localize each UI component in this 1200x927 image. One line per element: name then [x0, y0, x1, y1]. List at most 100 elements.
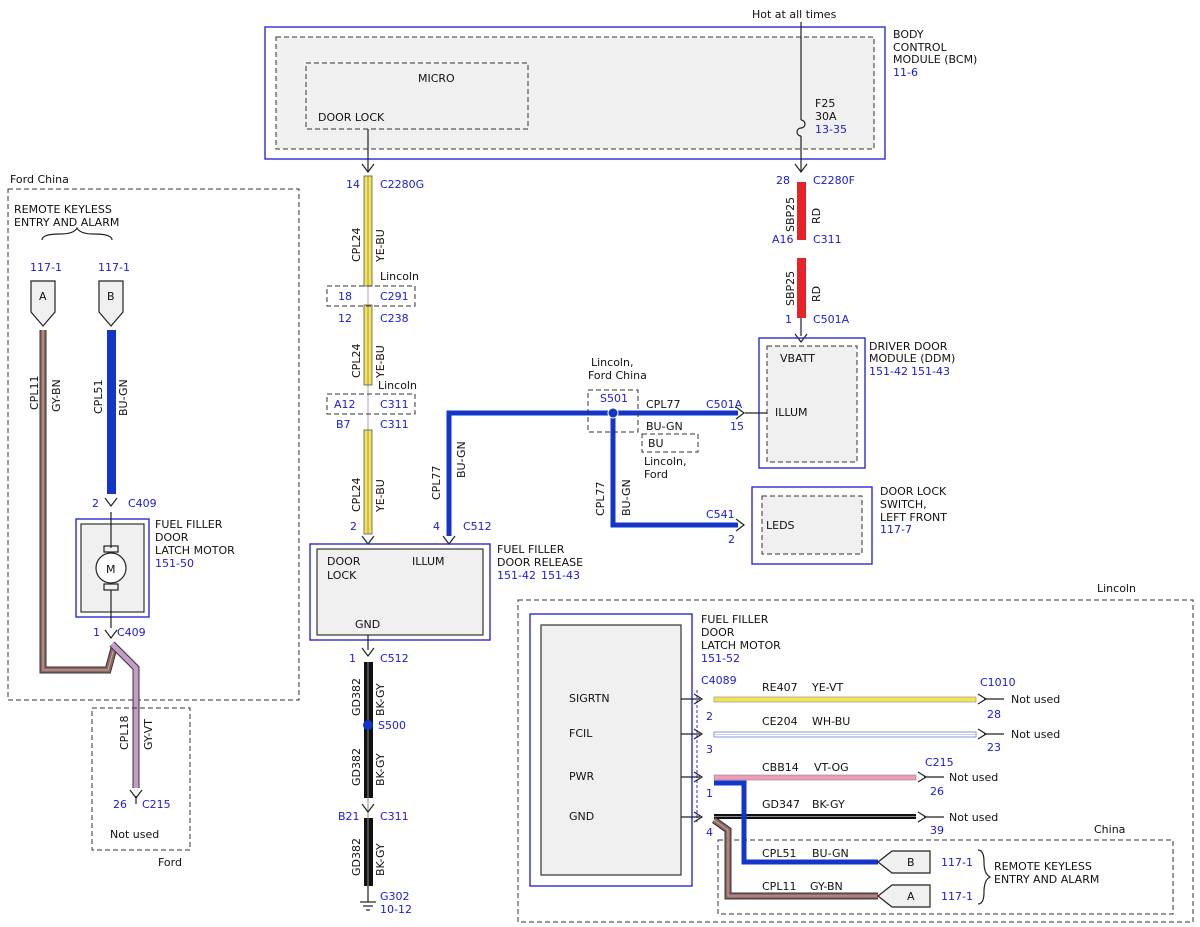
gnd-label: GND — [569, 810, 594, 823]
w3-not-used: Not used — [949, 771, 998, 784]
c215-connector-lincoln: C215 — [925, 756, 954, 769]
c291-connector: C291 — [380, 290, 409, 303]
c512-connector-bottom: C512 — [380, 652, 409, 665]
ln-motor-ref: 151-52 — [701, 652, 740, 665]
release-door-label: DOOR — [327, 555, 361, 568]
g302-label: G302 — [380, 890, 410, 903]
c215-pin-39: 39 — [930, 824, 944, 837]
fc-connector-a-shape — [30, 280, 56, 327]
ln-pin-1: 1 — [706, 787, 713, 800]
fc-rke-brace-icon — [41, 226, 113, 241]
switch-title-3: LEFT FRONT — [880, 511, 947, 524]
pwr-label: PWR — [569, 770, 595, 783]
bk-gy-label-2: BK-GY — [374, 753, 387, 786]
c1010-connector: C1010 — [980, 676, 1016, 689]
ln-pin-2: 2 — [706, 710, 713, 723]
fc-ref-a: 117-1 — [30, 261, 62, 274]
alt-label-1: Lincoln, — [644, 455, 686, 468]
switch-title-1: DOOR LOCK — [880, 485, 947, 498]
fuse-f25-icon — [796, 119, 806, 137]
fuel-filler-door-release: DOOR LOCK ILLUM GND FUEL FILLER DOOR REL… — [309, 543, 583, 916]
fc-connector-b-shape — [98, 280, 124, 327]
c238-pin: 12 — [338, 312, 352, 325]
ye-vt-label: YE-VT — [811, 681, 844, 694]
c311-pin-a16: A16 — [772, 233, 794, 246]
cpl24-label-2: CPL24 — [350, 344, 363, 378]
gd347-label: GD347 — [762, 798, 800, 811]
release-gnd-label: GND — [355, 618, 380, 631]
ye-bu-label-3: YE-BU — [374, 479, 387, 513]
micro-label: MICRO — [418, 72, 455, 85]
fc-rke-title-1: REMOTE KEYLESS — [14, 203, 112, 216]
fc-ref-b: 117-1 — [98, 261, 130, 274]
c238-connector: C238 — [380, 312, 409, 325]
driver-door-module: VBATT ILLUM DRIVER DOOR MODULE (DDM) 151… — [706, 337, 955, 469]
ln-motor-title-1: FUEL FILLER — [701, 613, 769, 626]
cpl77-left-circuit: CPL77 — [430, 466, 443, 500]
c311-pin-a12: A12 — [334, 398, 356, 411]
fc-bu-gn-label: BU-GN — [117, 379, 130, 416]
re407-label: RE407 — [762, 681, 798, 694]
ground-g302-icon — [360, 901, 376, 911]
s501-name: S501 — [600, 392, 628, 405]
c291-pin: 18 — [338, 290, 352, 303]
s501-label-2: Ford China — [588, 369, 647, 382]
c311-connector-b: C311 — [380, 418, 409, 431]
ddm-title-1: DRIVER DOOR — [869, 340, 948, 353]
c2280g-connector: C2280G — [380, 178, 424, 191]
c409-pin-1: 1 — [93, 626, 100, 639]
cpl77-right-color: BU-GN — [646, 420, 683, 433]
release-lock-label: LOCK — [327, 569, 357, 582]
c2280g-pin: 14 — [346, 178, 360, 191]
fc-connector-b: B — [107, 290, 115, 303]
ford-china-title: Ford China — [10, 173, 69, 186]
release-ref-1: 151-42 — [497, 569, 536, 582]
vbatt-label: VBATT — [780, 352, 815, 365]
fc-motor-ref: 151-50 — [155, 557, 194, 570]
fc-cpl11-label: CPL11 — [28, 376, 41, 410]
motor-symbol: M — [106, 563, 116, 576]
bcm-ref: 11-6 — [893, 66, 918, 79]
bcm-title-2: CONTROL — [893, 41, 948, 54]
c311-connector-a: C311 — [380, 398, 409, 411]
ye-bu-label-2: YE-BU — [374, 345, 387, 379]
ford-not-used: Not used — [110, 828, 159, 841]
fc-motor-title-2: DOOR — [155, 531, 189, 544]
ford-section: Ford CPL18 GY-VT 26 C215 Not used — [91, 641, 191, 869]
bk-gy-lincoln-label: BK-GY — [812, 798, 845, 811]
ce204-label: CE204 — [762, 715, 798, 728]
c215-pin-26-lincoln: 26 — [930, 785, 944, 798]
china-connector-b-shape — [877, 850, 931, 874]
g302-ref: 10-12 — [380, 903, 412, 916]
rd-circuit: 28 C2280F SBP25 RD A16 C311 SBP25 RD 1 C… — [772, 163, 855, 343]
switch-ref: 117-7 — [880, 523, 912, 536]
fuse-rating: 30A — [815, 110, 837, 123]
c541-connector: C541 — [706, 508, 735, 521]
lincoln-label-1: Lincoln — [380, 270, 419, 283]
c501a-pin-15: 15 — [730, 420, 744, 433]
c311-connector-gnd: C311 — [380, 810, 409, 823]
cpl77-down-circuit: CPL77 — [594, 482, 607, 516]
hot-at-all-times-label: Hot at all times — [752, 8, 837, 21]
china-connector-b: B — [907, 856, 915, 869]
sigrtn-label: SIGRTN — [569, 692, 610, 705]
switch-title-2: SWITCH, — [880, 498, 927, 511]
china-rke-brace-icon — [977, 849, 992, 905]
china-title: China — [1094, 823, 1125, 836]
c1010-pin-28: 28 — [987, 708, 1001, 721]
ford-title: Ford — [158, 856, 182, 869]
w1-not-used: Not used — [1011, 693, 1060, 706]
motor-icon — [95, 552, 127, 584]
c311-pin-b21: B21 — [338, 810, 360, 823]
c501a-connector-illum: C501A — [706, 398, 743, 411]
ye-bu-circuit: 14 C2280G CPL24 YE-BU Lincoln 18 C291 12… — [326, 163, 424, 545]
c512-connector-top: C512 — [463, 520, 492, 533]
c2280f-pin: 28 — [776, 174, 790, 187]
c1010-pin-23: 23 — [987, 741, 1001, 754]
c311-connector-rd: C311 — [813, 233, 842, 246]
rd-label-2: RD — [810, 286, 823, 302]
bcm-module: MICRO DOOR LOCK BODY CONTROL MODULE (BCM… — [264, 8, 977, 172]
fc-rke-title-2: ENTRY AND ALARM — [14, 216, 119, 229]
w4-not-used: Not used — [949, 811, 998, 824]
ddm-title-2: MODULE (DDM) — [869, 352, 955, 365]
